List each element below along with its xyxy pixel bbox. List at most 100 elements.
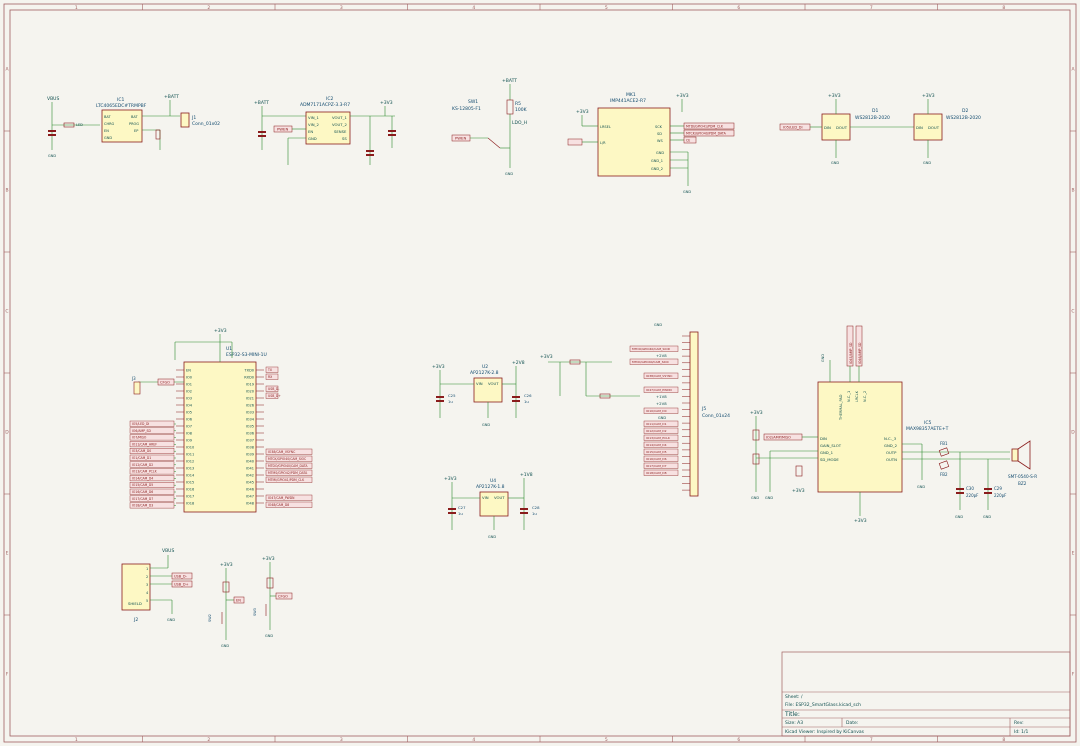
mcu-pin-left: IO16	[186, 488, 194, 492]
j5-net-label-text: IO15/CAM_D5	[646, 450, 667, 454]
border-col-label: 7	[870, 737, 873, 743]
reg18-body	[479, 491, 509, 517]
btn-cfgo-label	[275, 592, 293, 600]
mcu-net-label-left-text: IO6/AMP_SD	[132, 429, 152, 433]
reg18-cout-val: 1u	[532, 511, 537, 516]
vbus-power-label: VBUS	[47, 96, 59, 102]
d1-dout: DOUT	[836, 125, 848, 130]
amp-pin-t2: LRCLK	[855, 390, 859, 402]
mcu-net-label-right-text: MTCK/GPIO40/CAM_SIOC	[268, 457, 306, 461]
gnd-label-c29: GND	[983, 515, 991, 519]
btn-en-label	[233, 596, 245, 604]
usb-shield: SHIELD	[128, 601, 142, 606]
mcu-pin-right: IO35	[246, 425, 254, 429]
fb1-ref: FB1	[940, 441, 948, 446]
amp-pin-r0: N.C._3	[884, 436, 897, 441]
j5-net-label-text: IO11/CAM_D1	[646, 422, 667, 426]
mcu-pin-right: IO42	[246, 474, 254, 478]
d2-din: DIN	[916, 125, 923, 130]
title-sheet: Sheet: /	[785, 694, 803, 700]
ldo-value: ADM7171ACPZ-3.3-R7	[300, 102, 350, 108]
j3-connector	[133, 381, 141, 395]
mcu-net-label-right	[265, 455, 313, 462]
buttons-section: +3V3 EN SW2 GND +3V3 CFGO SW3 GND	[208, 556, 293, 648]
sheet-inner-border	[9, 9, 1071, 737]
mcu-pin-left: IO8	[186, 432, 192, 436]
d2-3v3: +3V3	[922, 93, 935, 99]
mcu-pin-left: IO1	[186, 383, 192, 387]
mcu-net-label-right-text: MTMI/GPIO41/PDM_CLK	[268, 478, 305, 482]
ldo-section: +BATT IC2 ADM7171ACPZ-3.3-R7 VIN_1 VIN_2…	[254, 96, 396, 165]
mcu-pin-right: TXD0	[244, 369, 254, 373]
usb-ref: J2	[133, 617, 138, 623]
mic-net-0	[683, 122, 735, 130]
mcu-pin-right: IO20	[246, 390, 254, 394]
amp-3v3-left: +3V3	[750, 410, 763, 416]
mic-net-1-text: MTCK/GPIO40/PDM_DATA	[686, 132, 727, 136]
border-row-label: D	[1071, 430, 1075, 436]
amplifier-section: IC5 MAX98357AETE+T THERMAL_PAD N.C._1 LR…	[750, 325, 1037, 524]
amp-top-text-1: IO46/AMP_SD	[858, 342, 862, 364]
border-row-label: F	[1072, 672, 1075, 678]
gnd-label-amp-l1: GND	[751, 496, 759, 500]
mcu-pin-left: IO17	[186, 495, 194, 499]
d2-ref: D2	[962, 108, 968, 114]
mic-value: IMP441ACE2-R7	[610, 98, 646, 104]
j5-net-label	[643, 441, 679, 448]
border-col-label: 8	[1002, 5, 1005, 11]
c29-value: 220pF	[994, 493, 1007, 498]
charger-pin-l0: BAT	[104, 115, 112, 119]
mcu-pin-right: IO37	[246, 439, 254, 443]
amp-pin-l1: GAIN_SLOT	[820, 443, 842, 448]
gnd-label: GND	[48, 154, 56, 158]
ldo-ref: IC2	[326, 96, 333, 102]
mcu-pin-right: IO40	[246, 460, 254, 464]
charger-section: VBUS GND LED IC1 LTC4065EDC#TRMPBF BAT C…	[47, 94, 220, 158]
charger-pin-l2: EN	[104, 129, 109, 133]
mcu-pin-left: IO10	[186, 446, 194, 450]
mcu-net-label-right	[265, 494, 313, 501]
sw1-ref: SW1	[468, 99, 478, 105]
charger-led-label: LED	[76, 123, 83, 127]
mic-3v3-label-2: +3V3	[676, 93, 689, 99]
ldo-pin-l3: GND	[308, 136, 317, 141]
mcu-pin-left: EN	[186, 369, 191, 373]
amp-pin-r2: OUTP	[886, 450, 897, 455]
j5-net-label-text: IO14/CAM_D4	[646, 443, 667, 447]
reg28-cin: C25	[448, 393, 456, 398]
gnd-label-amp-l2: GND	[765, 496, 773, 500]
usb-dm-text: USB_D-	[174, 575, 188, 579]
j5-net-label-text: MTCK/GPIO40/CAM_SIOC	[632, 360, 669, 364]
ldo-pin-l1: VIN_2	[308, 122, 319, 127]
charger-pin-r1: PROG	[129, 122, 139, 126]
mcu-body	[183, 361, 257, 513]
mcu-net-label-right-text: USB_D-	[268, 387, 279, 391]
border-row-label: E	[1072, 551, 1075, 557]
j5-net-label	[643, 420, 679, 427]
gnd-label-r28: GND	[482, 423, 490, 427]
batt-power-label-2: +BATT	[254, 100, 269, 106]
mcu-pin-left: IO6	[186, 418, 192, 422]
btn-en-3v3: +3V3	[220, 562, 233, 568]
mcu-pin-right: IO47	[246, 495, 254, 499]
mic-pin-r1: SD	[657, 132, 662, 136]
mic-net-0-text: MTDI/GPIO41/PDM_CLK	[686, 125, 724, 129]
border-col-label: 1	[75, 737, 78, 743]
charger-ic-body	[101, 109, 143, 143]
mcu-pin-right: IO19	[246, 383, 254, 387]
d1-ref: D1	[872, 108, 878, 114]
usb-pin-0: 1	[146, 567, 148, 571]
mcu-pin-right: IO38	[246, 446, 254, 450]
d2-dout: DOUT	[928, 125, 940, 130]
ldo-pin-r2: SENSE	[334, 129, 347, 134]
border-col-label: 2	[207, 737, 210, 743]
mcu-pin-left: IO5	[186, 411, 192, 415]
mcu-net-label-left-text: IO1/CAM_D1	[132, 456, 151, 460]
j5-ref: J5	[701, 406, 706, 412]
mcu-net-label-right-text: USB_D+	[268, 394, 281, 398]
amp-value: MAX98357AETE+T	[906, 426, 949, 432]
mcu-pin-left: IO4	[186, 404, 193, 408]
mcu-pin-right: IO45	[246, 481, 254, 485]
border-row-label: E	[6, 551, 9, 557]
